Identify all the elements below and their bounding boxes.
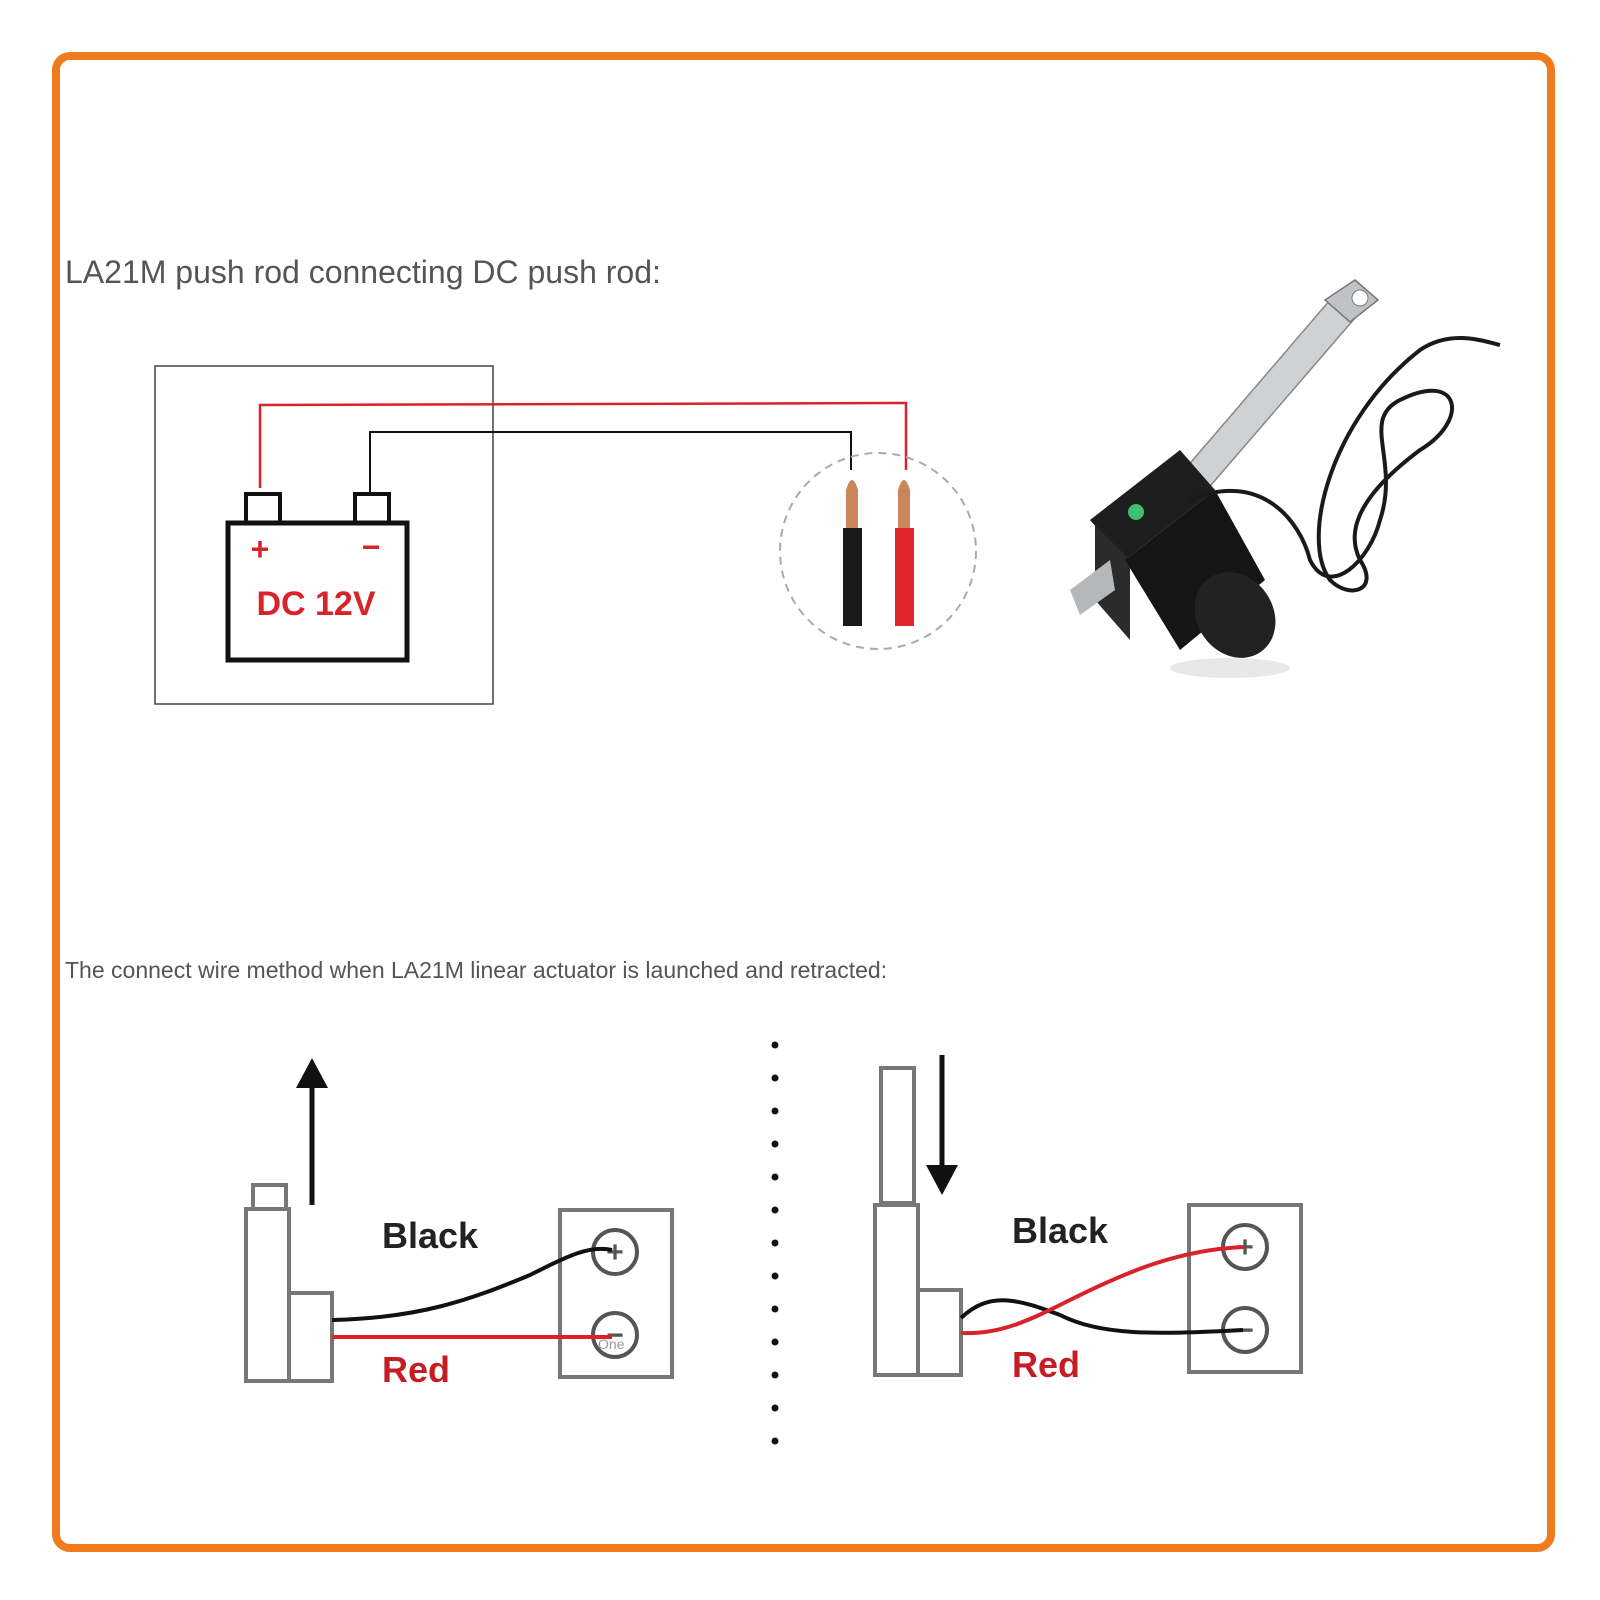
red-wire-label-extend: Red (382, 1349, 450, 1390)
black-wire-label-extend: Black (382, 1215, 479, 1256)
retracted-actuator-icon (873, 1066, 963, 1377)
retract-arrow-icon (926, 1055, 958, 1195)
battery-plus-label: + (251, 531, 270, 567)
terminal-plus-symbol-retract: + (1236, 1231, 1254, 1264)
black-wire (369, 431, 852, 496)
battery-voltage-label: DC 12V (256, 585, 375, 623)
black-lead (843, 480, 862, 626)
battery-box (154, 365, 494, 705)
battery-icon (225, 492, 410, 663)
section-heading-wiring: LA21M push rod connecting DC push rod: (65, 254, 661, 290)
divider-dots (771, 1041, 779, 1445)
section-heading-method: The connect wire method when LA21M linea… (65, 957, 888, 983)
extend-arrow-icon (296, 1058, 328, 1205)
red-wire-label-retract: Red (1012, 1344, 1080, 1385)
terminal-plus-symbol-extend: + (606, 1236, 624, 1269)
terminal-minus-symbol-extend: − (606, 1319, 624, 1352)
terminal-minus-symbol-retract: − (1236, 1314, 1254, 1347)
red-wire (258, 401, 908, 488)
leads-zoom-circle (779, 452, 977, 650)
black-wire-extend (331, 1246, 613, 1322)
watermark: One (598, 1336, 625, 1352)
terminal-plus-extend (591, 1228, 639, 1276)
linear-actuator-icon (1070, 279, 1501, 678)
black-wire-label-retract: Black (1012, 1210, 1109, 1251)
battery-minus-label: − (362, 529, 381, 565)
black-wire-retract (959, 1298, 1244, 1335)
extended-actuator-icon (244, 1183, 334, 1383)
red-lead (895, 480, 914, 626)
red-wire-retract (960, 1245, 1244, 1336)
